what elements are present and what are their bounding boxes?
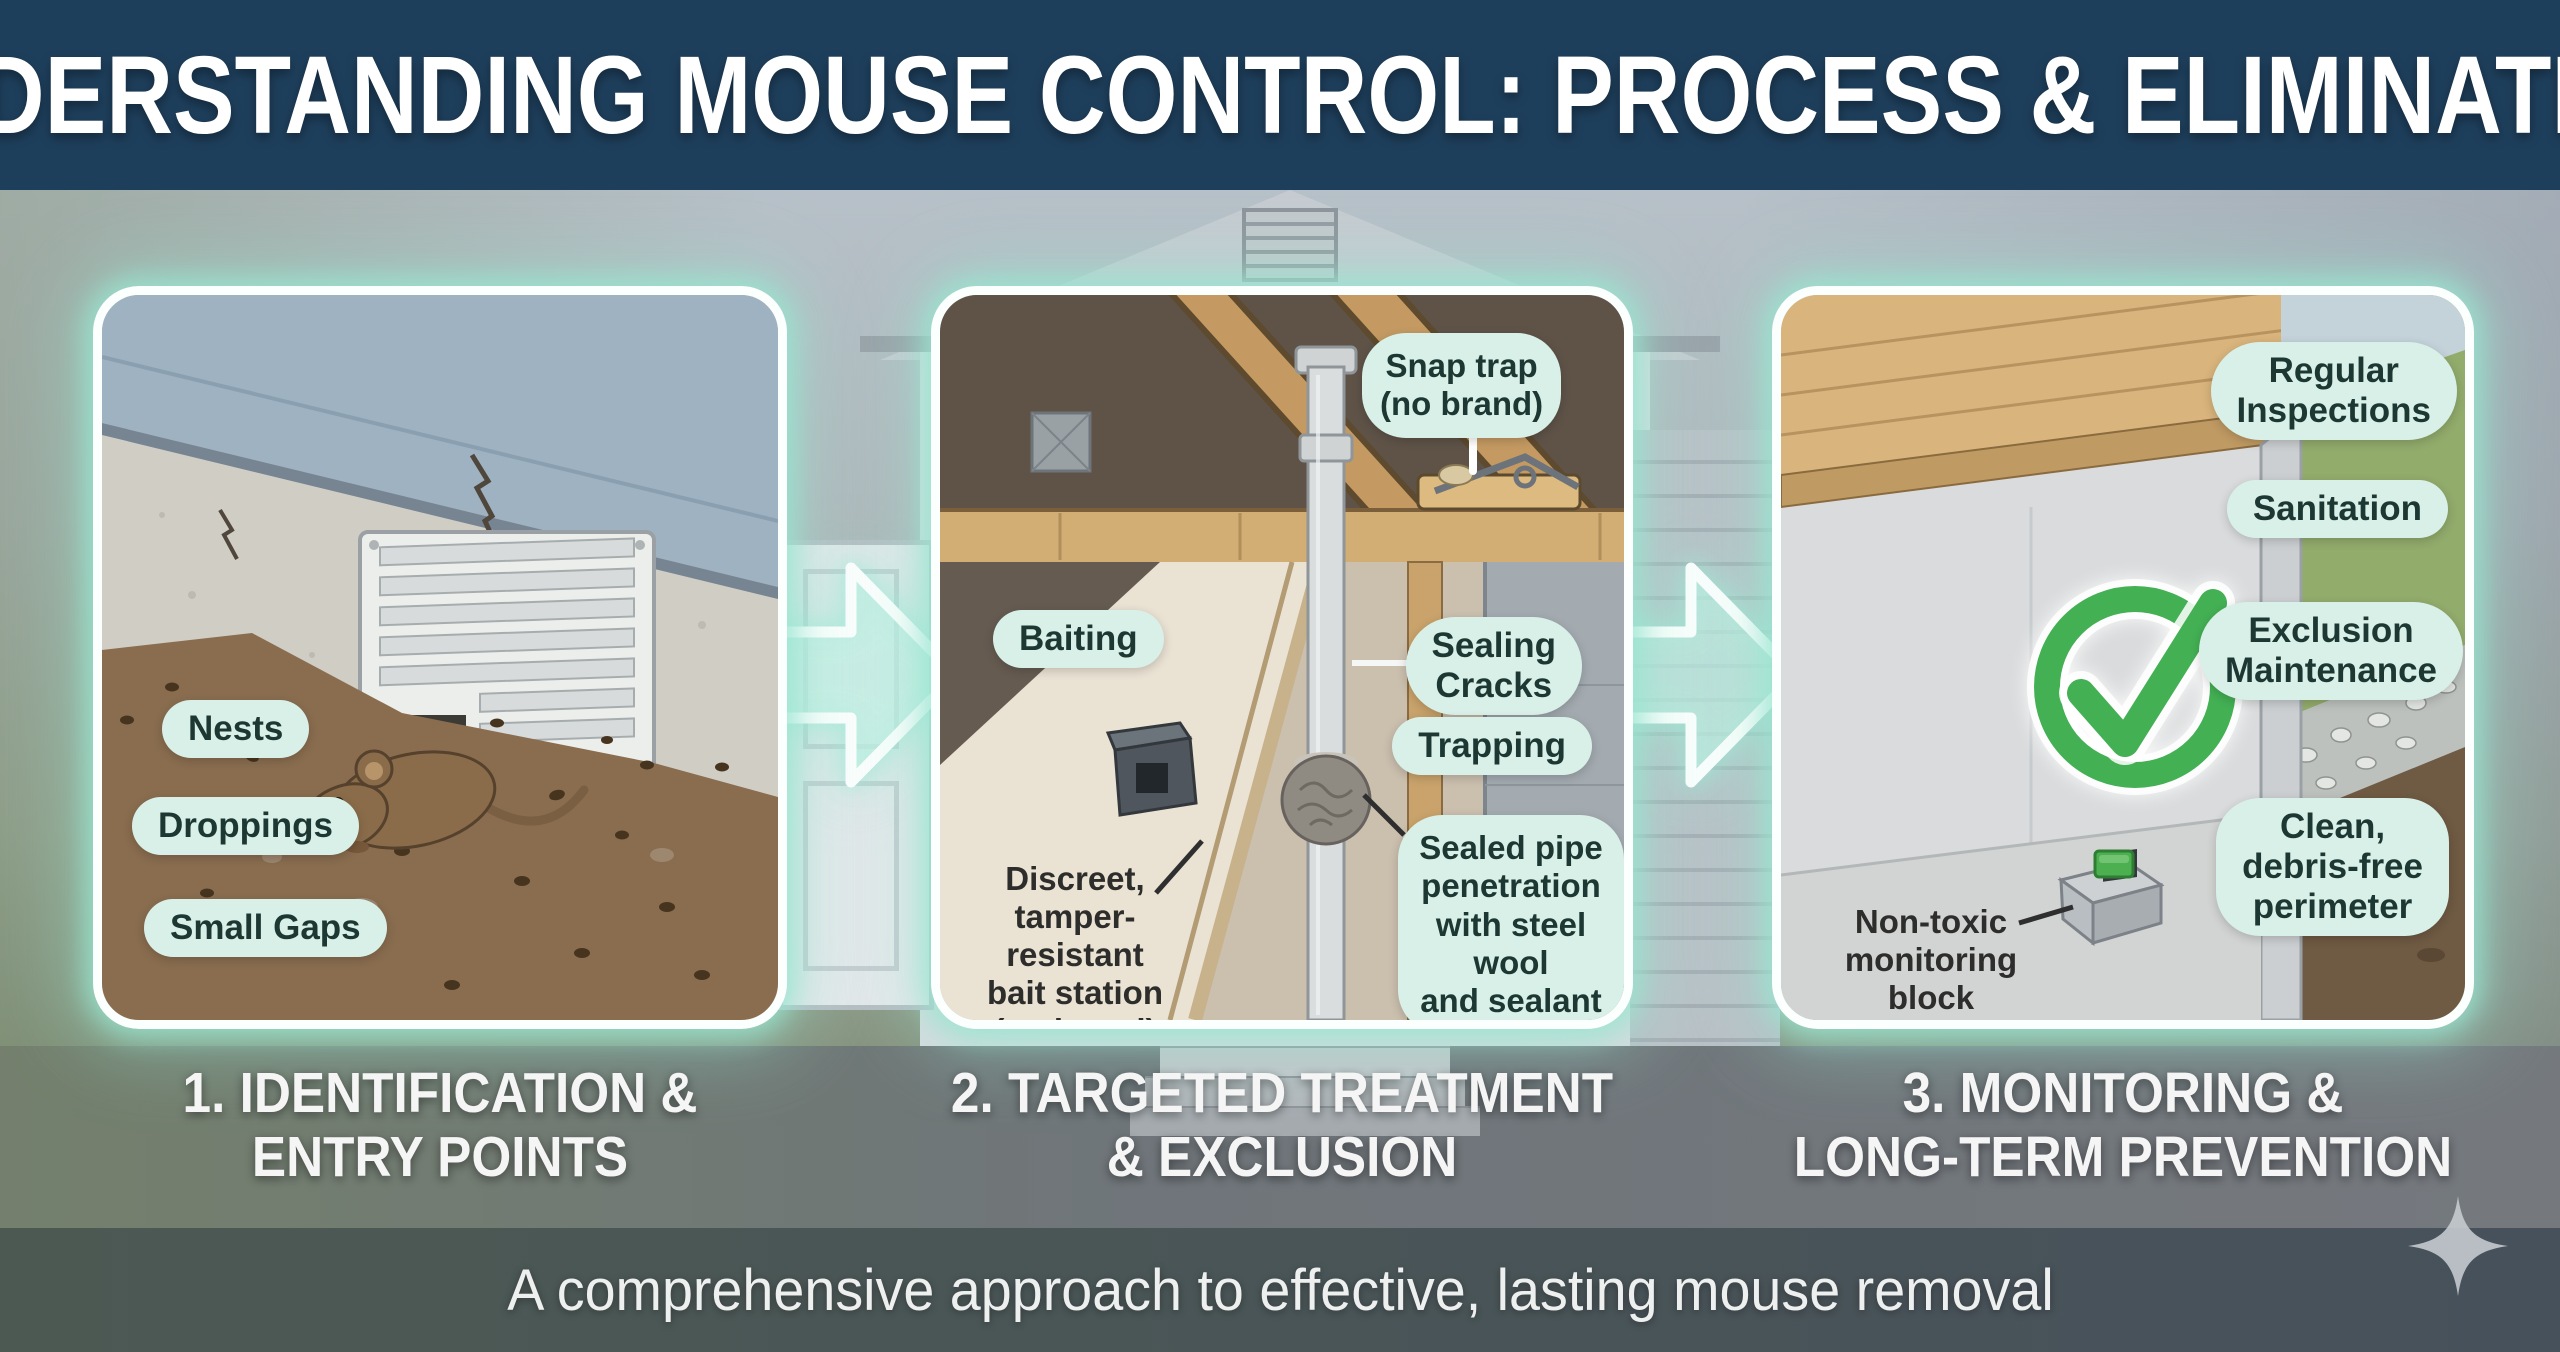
page-title: UNDERSTANDING MOUSE CONTROL: PROCESS & E… — [0, 33, 2560, 157]
label-monitoring-block: Non-toxic monitoring block in a station — [1844, 903, 2018, 1020]
label-regular-inspections: Regular Inspections — [2210, 342, 2457, 440]
snap-trap-illustration — [1416, 453, 1582, 511]
label-nests: Nests — [162, 700, 310, 758]
tagline: A comprehensive approach to effective, l… — [506, 1257, 2054, 1323]
gable-vent — [1242, 208, 1338, 282]
label-snap-trap: Snap trap (no brand) — [1362, 333, 1562, 438]
wall-crack — [469, 453, 498, 545]
house-siding — [1630, 430, 1780, 1050]
wall-crack — [218, 508, 239, 560]
label-small-gaps: Small Gaps — [144, 899, 387, 957]
steel-wool-illustration — [1280, 752, 1372, 846]
step3-caption: 3. MONITORING & LONG-TERM PREVENTION — [1793, 1061, 2453, 1189]
label-sanitation: Sanitation — [2226, 480, 2448, 538]
pipe-illustration — [1294, 345, 1358, 1020]
porch-steps — [1130, 1046, 1480, 1142]
panel-identification: Nests Droppings Small Gaps — [93, 286, 787, 1029]
label-trapping: Trapping — [1392, 717, 1592, 775]
step2-caption: 2. TARGETED TREATMENT & EXCLUSION — [950, 1061, 1614, 1189]
sparkle-icon — [2408, 1196, 2508, 1296]
attic-floor — [940, 510, 1624, 562]
label-sealed-pipe: Sealed pipe penetration with steel wool … — [1398, 815, 1624, 1020]
leader-line — [1362, 793, 1406, 837]
panel-treatment: Snap trap (no brand) Baiting Sealing Cra… — [931, 286, 1633, 1029]
label-clean-perimeter: Clean, debris-free perimeter — [2216, 798, 2449, 936]
leader-line — [2018, 904, 2074, 926]
label-baiting: Baiting — [993, 610, 1164, 668]
label-exclusion-maintenance: Exclusion Maintenance — [2199, 602, 2463, 700]
step1-caption: 1. IDENTIFICATION & ENTRY POINTS — [182, 1061, 698, 1189]
label-droppings: Droppings — [132, 797, 359, 855]
label-bait-station: Discreet, tamper-resistant bait station … — [986, 860, 1163, 1020]
monitoring-station-illustration — [2057, 848, 2165, 947]
leader-line — [1154, 839, 1204, 895]
footer-bar: A comprehensive approach to effective, l… — [0, 1228, 2560, 1352]
patch-square — [1030, 411, 1092, 473]
panel-monitoring: Regular Inspections Sanitation Exclusion… — [1772, 286, 2474, 1029]
bait-station-illustration — [1105, 721, 1198, 817]
concrete-slab — [1781, 815, 2261, 1020]
label-sealing-cracks: Sealing Cracks — [1405, 617, 1582, 715]
header-bar: UNDERSTANDING MOUSE CONTROL: PROCESS & E… — [0, 0, 2560, 190]
